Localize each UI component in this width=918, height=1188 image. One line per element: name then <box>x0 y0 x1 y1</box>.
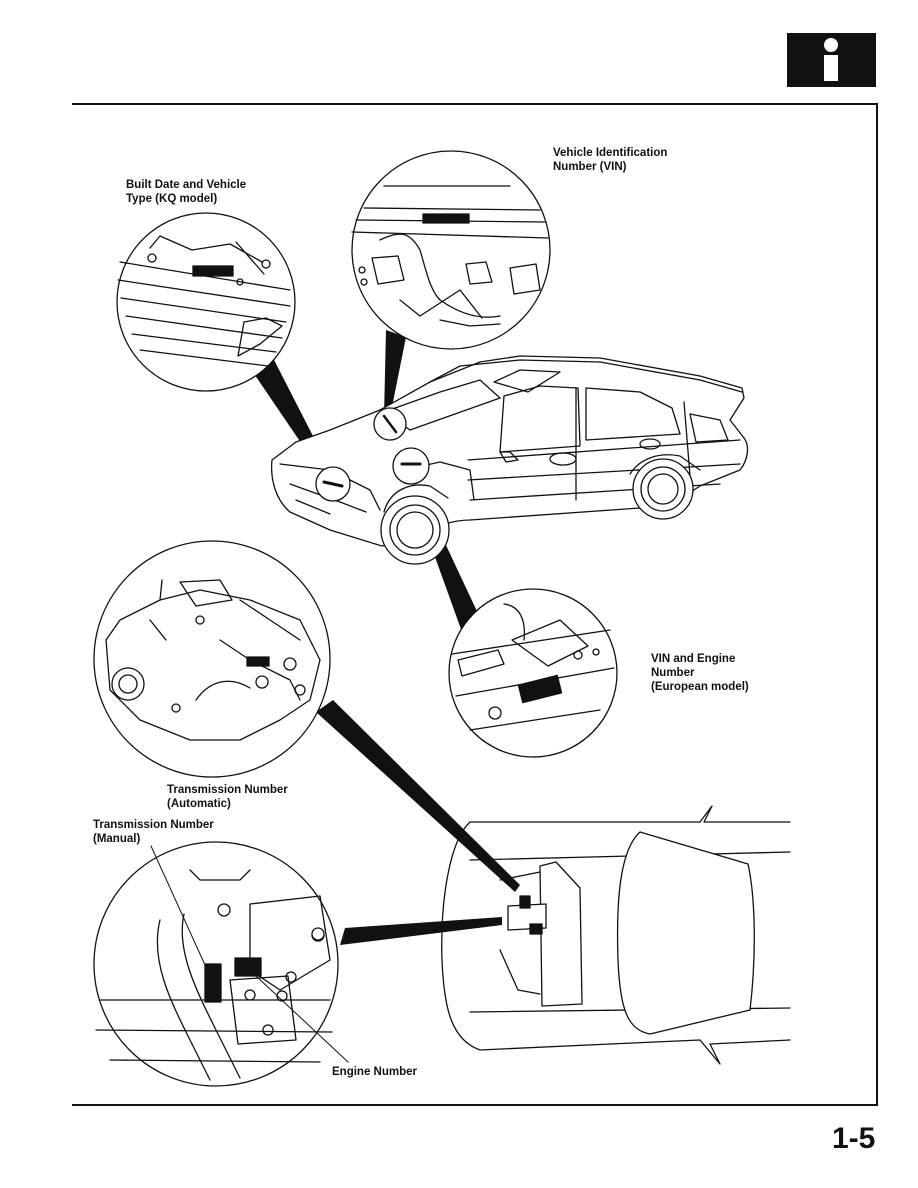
detail-built-date <box>116 212 296 392</box>
detail-vin-engine <box>448 588 618 758</box>
label-trans-manual: Transmission Number (Manual) <box>93 819 214 845</box>
page-number: 1-5 <box>832 1122 876 1155</box>
detail-vin <box>351 150 551 350</box>
top-rule <box>72 103 878 105</box>
detail-trans-manual <box>93 841 349 1087</box>
right-rule <box>876 103 878 1106</box>
section-tab <box>787 33 876 87</box>
detail-trans-auto <box>93 540 331 778</box>
label-vin-engine: VIN and Engine Number (European model) <box>651 653 749 693</box>
info-icon <box>824 38 838 81</box>
label-vin: Vehicle Identification Number (VIN) <box>553 147 668 173</box>
car-side-view <box>270 355 749 565</box>
car-top-view <box>311 805 791 1065</box>
label-built-date: Built Date and Vehicle Type (KQ model) <box>126 179 247 205</box>
bottom-rule <box>72 1104 878 1106</box>
label-trans-auto: Transmission Number (Automatic) <box>167 784 288 810</box>
label-engine-number: Engine Number <box>332 1066 417 1078</box>
